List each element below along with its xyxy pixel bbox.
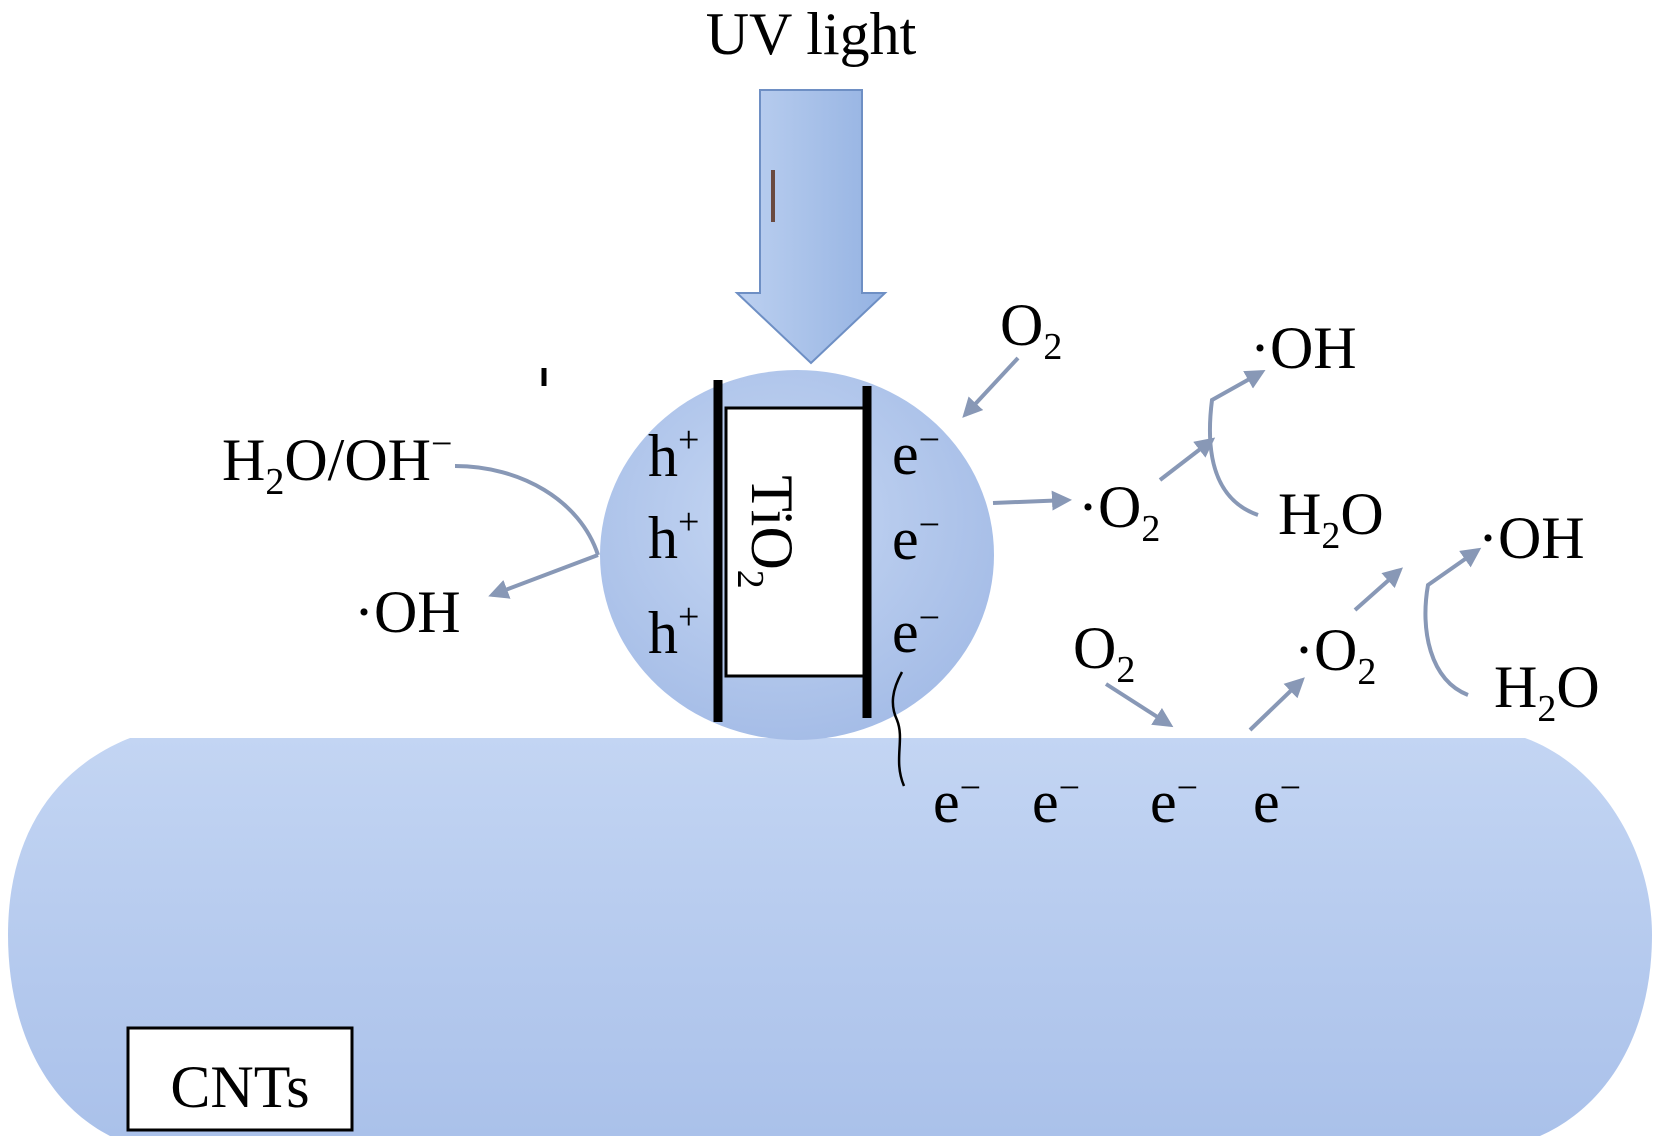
arrow-particle-to-o2-radical: [992, 490, 1072, 511]
electron-label: e: [892, 599, 919, 665]
arrow-o2-to-particle: [962, 356, 1020, 418]
o2-radical-1-label: ·O2: [1078, 474, 1160, 550]
cnt-label-box: [126, 1026, 354, 1132]
arrow-tube-to-o2-radical: [1248, 677, 1305, 732]
svg-text:e−: e−: [1032, 767, 1080, 835]
svg-text:e−: e−: [892, 419, 940, 487]
tube-electrons: e− e− e− e−: [933, 767, 1301, 835]
arrow-o2-radical-to-oh-top: [1158, 437, 1216, 482]
svg-text:e−: e−: [892, 504, 940, 572]
o2-radical-2-label: ·O2: [1294, 617, 1376, 693]
electron-transfer-line: [891, 671, 906, 787]
oh-left-label: ·OH: [354, 579, 461, 645]
h2o-1-label: H2O: [1278, 481, 1384, 557]
electron-label: e: [892, 506, 919, 572]
uv-light-arrow: [734, 89, 888, 365]
h2o-oh-minus-label: H2O/OH−: [222, 423, 452, 503]
electron-label: e: [1150, 769, 1177, 835]
particle-electrons: e− e− e−: [892, 419, 940, 665]
electron-label: e: [1253, 769, 1280, 835]
hole-label: h: [648, 505, 678, 571]
holes: h+ h+ h+: [648, 419, 699, 666]
svg-text:e−: e−: [892, 597, 940, 665]
uv-light-label: UV light: [706, 1, 917, 67]
arrow-h2o-to-particle: [454, 464, 600, 556]
oh-right-label: ·OH: [1478, 505, 1585, 571]
svg-text:h+: h+: [648, 501, 699, 571]
o2-mid-label: O2: [1073, 615, 1135, 691]
svg-text:e−: e−: [1150, 767, 1198, 835]
svg-text:h+: h+: [648, 596, 699, 666]
hole-label: h: [648, 600, 678, 666]
svg-text:e−: e−: [1253, 767, 1301, 835]
arrow-o2-radical-2-to-oh-right: [1353, 567, 1403, 612]
electron-label: e: [1032, 769, 1059, 835]
arrow-h2o-1-to-oh-top: [1208, 370, 1266, 517]
hole-label: h: [648, 423, 678, 489]
svg-text:e−: e−: [933, 767, 981, 835]
electron-label: e: [892, 421, 919, 487]
tio2-label: TiO2: [729, 475, 805, 589]
oh-top-label: ·OH: [1250, 315, 1357, 381]
arrow-o2-mid-to-tube: [1104, 682, 1174, 728]
h2o-2-label: H2O: [1494, 654, 1600, 730]
svg-text:TiO2: TiO2: [729, 475, 805, 589]
electron-label: e: [933, 769, 960, 835]
cnt-tube: [8, 738, 1652, 1136]
arrow-to-oh-left: [488, 553, 599, 599]
o2-top-label: O2: [1000, 292, 1062, 368]
svg-text:h+: h+: [648, 419, 699, 489]
cnt-label: CNTs: [170, 1054, 309, 1120]
arrow-h2o-2-to-oh-right: [1423, 547, 1482, 697]
